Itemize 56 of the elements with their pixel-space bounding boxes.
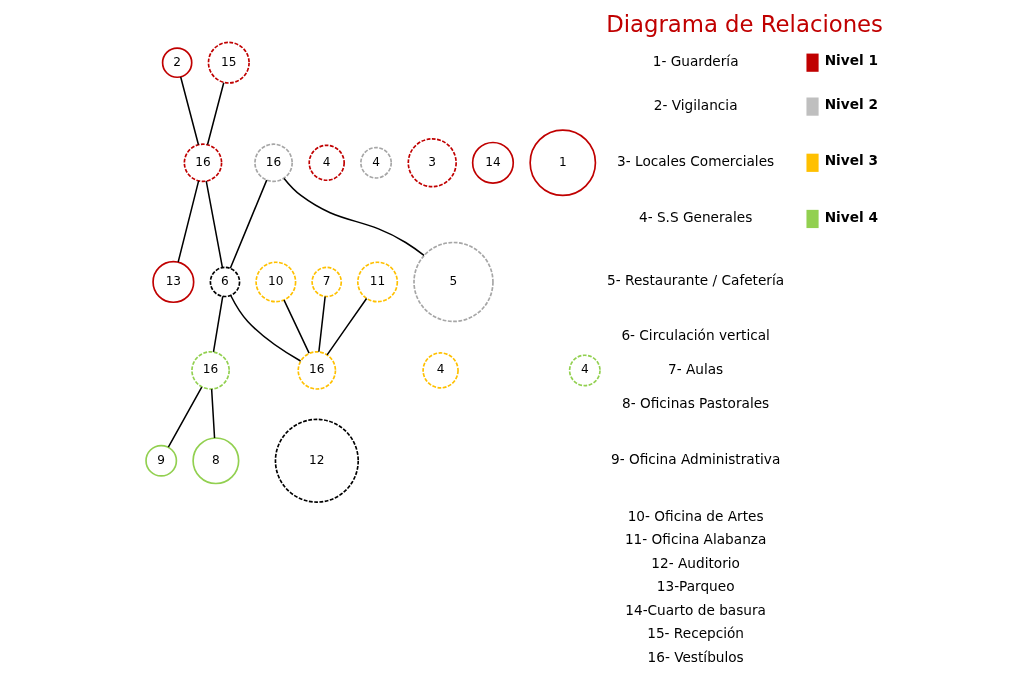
node-circle: 8	[191, 437, 239, 485]
node-circle: 16	[296, 350, 336, 390]
node-circle: 16	[183, 143, 222, 183]
connector	[282, 177, 425, 257]
node-circle: 10	[254, 261, 296, 303]
connector	[325, 297, 367, 356]
label: 5- Restaurante / Cafetería	[606, 272, 784, 289]
connector	[229, 179, 267, 270]
node-circle: 15	[207, 41, 250, 84]
legend-label: Nivel 3	[824, 152, 878, 169]
label: 1- Guardería	[652, 53, 739, 70]
label: 9- Oficina Administrativa	[610, 451, 780, 468]
node-circle: 5	[412, 241, 494, 323]
label: 10- Oficina de Artes	[627, 507, 764, 524]
label: 3- Locales Comerciales	[616, 153, 774, 170]
node-circle: 4	[568, 354, 601, 387]
node-circle: 2	[161, 47, 193, 79]
label: 14-Cuarto de basura	[624, 601, 766, 618]
connector	[317, 295, 326, 353]
node-circle: 16	[253, 143, 293, 183]
connector	[205, 180, 223, 269]
connector	[229, 294, 301, 362]
label: 16- Vestíbulos	[647, 648, 744, 665]
label: 4- S.S Generales	[638, 209, 752, 226]
node-circle: 4	[307, 144, 345, 182]
node-circle: 6	[209, 266, 240, 298]
legend-label: Nivel 4	[824, 208, 878, 225]
connector	[210, 388, 215, 439]
node-circle: 12	[274, 418, 359, 503]
connector	[282, 299, 310, 354]
node-circle: 9	[144, 444, 177, 477]
node-circle: 16	[190, 350, 230, 390]
node-circle: 4	[359, 146, 392, 179]
label: 13-Parqueo	[656, 578, 735, 595]
legend-label: Nivel 1	[824, 52, 878, 69]
node-circle: 11	[356, 261, 398, 303]
label: 15- Recepción	[646, 625, 744, 642]
label: 6- Circulación vertical	[620, 326, 770, 343]
node-circle: 14	[471, 141, 514, 184]
label: 12- Auditorio	[650, 554, 740, 571]
node-circle: 4	[421, 352, 459, 389]
connector	[206, 81, 224, 146]
legend-label: Nivel 2	[824, 96, 878, 113]
label: 7- Aulas	[667, 360, 723, 377]
connector	[179, 76, 199, 146]
diagram-title: Diagrama de Relaciones	[605, 11, 883, 38]
connector	[212, 295, 223, 353]
node-circle: 3	[406, 138, 457, 188]
node-circle: 1	[528, 129, 596, 197]
label: 11- Oficina Alabanza	[624, 531, 766, 548]
label: 2- Vigilancia	[653, 96, 738, 113]
connector	[176, 180, 199, 263]
label: 8- Oficinas Pastorales	[621, 394, 769, 411]
connector	[167, 386, 202, 448]
node-circle: 7	[310, 266, 342, 298]
node-circle: 13	[151, 260, 194, 304]
